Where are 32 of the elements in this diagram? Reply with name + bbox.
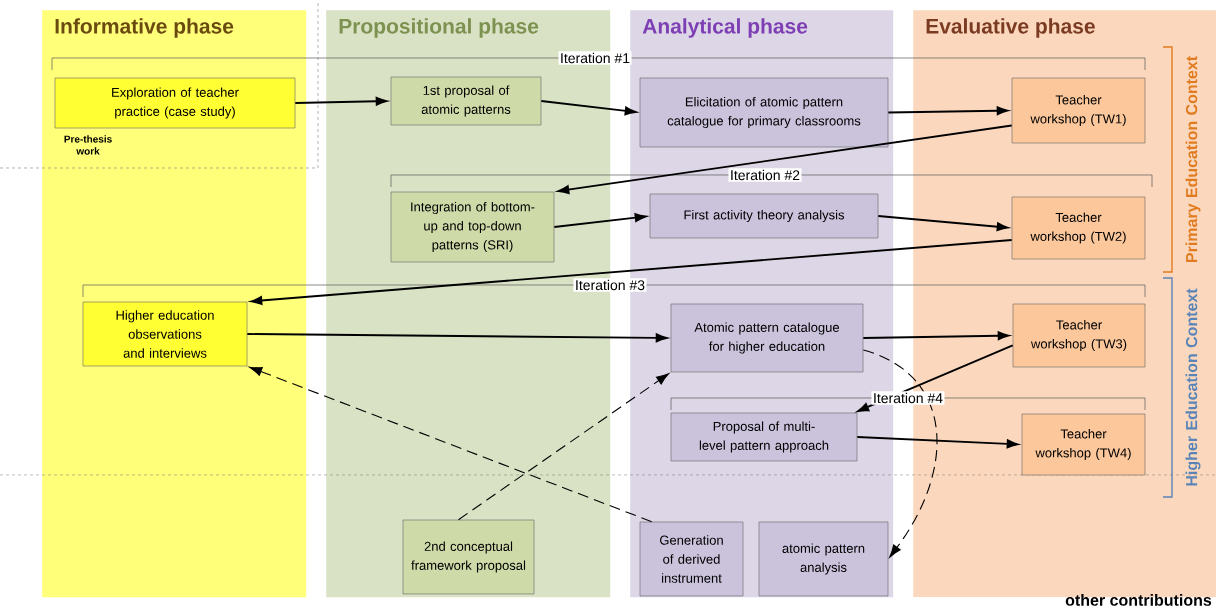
arrow	[540, 100, 637, 116]
process-box: 2nd conceptual framework proposal	[402, 519, 535, 595]
iteration-label: Iteration #2	[728, 168, 802, 182]
process-box: 1st proposal of atomic patterns	[390, 76, 542, 126]
process-box: First activity theory analysis	[649, 193, 879, 239]
iteration-label: Iteration #3	[573, 278, 647, 292]
arrow	[294, 96, 388, 106]
process-box: Higher education observations and interviews	[82, 301, 248, 367]
process-box: Teacher workshop (TW2)	[1011, 196, 1146, 260]
iteration-label: Iteration #4	[871, 391, 945, 405]
arrow	[553, 213, 647, 228]
arrow	[249, 366, 653, 523]
arrow	[877, 215, 1009, 232]
note-text: Pre-thesis work	[64, 135, 112, 155]
process-box: Teacher workshop (TW3)	[1012, 303, 1146, 368]
process-box: atomic pattern analysis	[758, 521, 889, 597]
process-box: Integration of bottom-up and top-down patterns (SRI)	[390, 191, 555, 263]
iteration-label: Iteration #1	[558, 51, 632, 65]
arrow	[250, 239, 1013, 305]
process-box: Teacher workshop (TW4)	[1021, 413, 1146, 476]
arrow	[557, 124, 1013, 195]
arrow	[246, 333, 668, 343]
context-label: Primary Education Context	[1185, 56, 1201, 262]
arrow	[457, 373, 670, 521]
process-box: Proposal of multi-level pattern approach	[670, 412, 858, 462]
process-box: Atomic pattern catalogue for higher education	[670, 303, 864, 373]
process-box: Generation of derived instrument	[639, 521, 744, 597]
process-box: Elicitation of atomic pattern catalogue for primary classrooms	[639, 77, 889, 148]
process-box: Exploration of teacher practice (case study)	[54, 77, 296, 129]
process-box: Teacher workshop (TW1)	[1011, 77, 1146, 144]
context-label: Higher Education Context	[1185, 288, 1201, 486]
arrow	[862, 349, 938, 558]
